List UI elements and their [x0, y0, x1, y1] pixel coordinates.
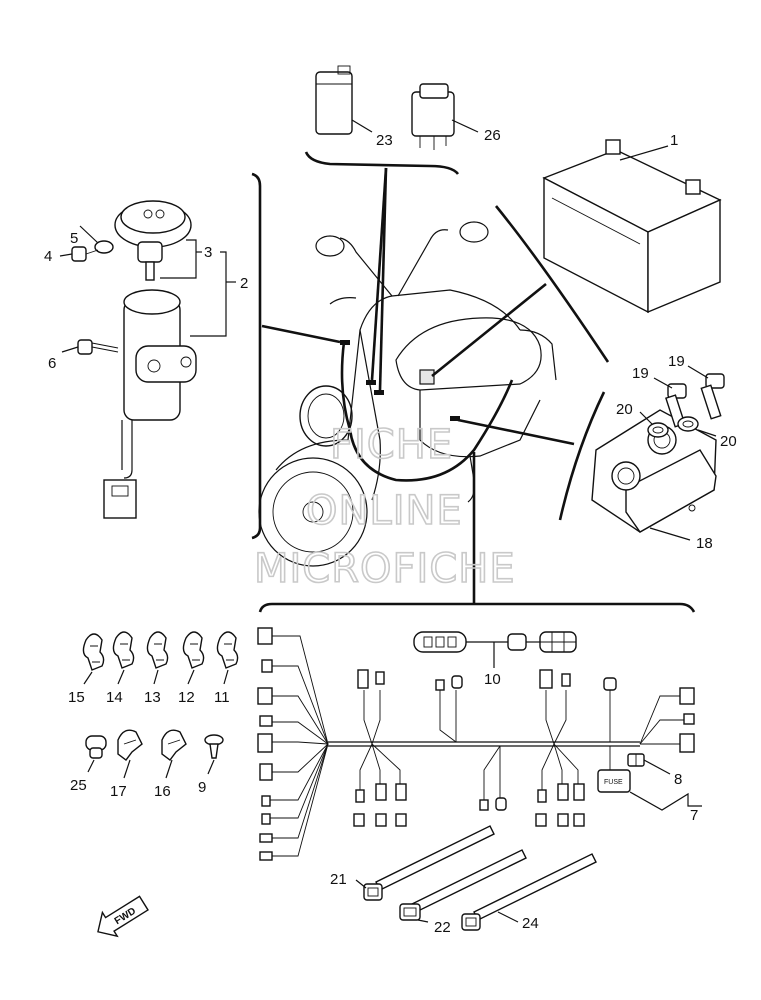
label-part-1: 1: [670, 132, 678, 149]
fuse-part-8[interactable]: [627, 753, 645, 767]
label-part-21: 21: [330, 871, 347, 888]
label-part-19-right: 19: [668, 353, 685, 370]
label-part-26: 26: [484, 127, 501, 144]
label-part-22: 22: [434, 919, 451, 936]
label-part-11: 11: [214, 689, 230, 706]
label-part-2: 2: [240, 275, 248, 292]
cable-tie-part-24[interactable]: [461, 853, 597, 931]
clamps-11-15[interactable]: [82, 631, 239, 671]
switch-bracket: [251, 172, 262, 540]
label-part-19-left: 19: [632, 365, 649, 382]
label-part-24: 24: [522, 915, 539, 932]
regulator-bracket: [558, 391, 606, 521]
grommet-part-25[interactable]: [85, 735, 107, 759]
wire-harness-main[interactable]: [257, 627, 695, 861]
collar-part-20-right[interactable]: [677, 416, 699, 432]
clamp-part-17[interactable]: [117, 729, 143, 761]
washer-part-5[interactable]: [94, 240, 114, 254]
relay-part-26[interactable]: [411, 83, 455, 150]
watermark-line-3: MICROFICHE: [254, 546, 516, 592]
clamp-part-14[interactable]: [112, 631, 135, 669]
label-part-10: 10: [484, 671, 501, 688]
label-part-20-right: 20: [720, 433, 737, 450]
label-part-3: 3: [204, 244, 212, 261]
label-part-12: 12: [178, 689, 195, 706]
battery-part-1[interactable]: [542, 139, 722, 314]
main-switch-body-part-2[interactable]: [103, 289, 197, 519]
cable-tie-part-21[interactable]: [363, 825, 495, 901]
label-part-18: 18: [696, 535, 713, 552]
clamp-part-11[interactable]: [216, 631, 239, 669]
forward-arrow-icon: FWD: [97, 895, 149, 938]
rectifier-regulator-part-18[interactable]: [591, 409, 717, 533]
battery-bracket: [494, 205, 610, 363]
fuse-holder-text: FUSE: [604, 779, 623, 786]
label-part-4: 4: [44, 248, 52, 265]
label-part-25: 25: [70, 777, 87, 794]
label-part-5: 5: [70, 230, 78, 247]
flasher-relay-part-23[interactable]: [315, 65, 353, 135]
sub-lead-part-10[interactable]: [413, 631, 577, 653]
watermark-line-1: FICHE: [330, 422, 453, 468]
label-part-7: 7: [690, 807, 698, 824]
label-part-8: 8: [674, 771, 682, 788]
cap-part-3[interactable]: [114, 200, 192, 248]
harness-bracket: [258, 602, 696, 613]
label-part-6: 6: [48, 355, 56, 372]
relay-bracket: [304, 151, 460, 175]
fuse-holder-part-7[interactable]: FUSE: [597, 769, 631, 793]
bolt-part-19-right[interactable]: [700, 373, 725, 420]
bolt-part-6[interactable]: [77, 339, 119, 355]
motorcycle-illustration: [258, 221, 557, 567]
clamp-part-13[interactable]: [146, 631, 169, 669]
label-part-9: 9: [198, 779, 206, 796]
clamp-part-12[interactable]: [182, 631, 205, 669]
label-part-16: 16: [154, 783, 171, 800]
label-part-17: 17: [110, 783, 127, 800]
clip-part-9[interactable]: [204, 734, 224, 759]
key-part-3[interactable]: [137, 241, 163, 281]
clamp-part-16[interactable]: [161, 729, 187, 761]
bolt-part-19-left[interactable]: [665, 383, 687, 428]
label-part-13: 13: [144, 689, 161, 706]
clamp-part-15[interactable]: [82, 633, 105, 671]
battery-location-marker: [419, 369, 435, 385]
label-part-15: 15: [68, 689, 85, 706]
watermark-line-2: ONLINE: [306, 488, 463, 534]
screw-part-4[interactable]: [71, 246, 99, 262]
label-part-23: 23: [376, 132, 393, 149]
label-part-20-left: 20: [616, 401, 633, 418]
label-part-14: 14: [106, 689, 123, 706]
collar-part-20-left[interactable]: [647, 422, 669, 438]
cable-tie-part-22[interactable]: [399, 849, 527, 921]
